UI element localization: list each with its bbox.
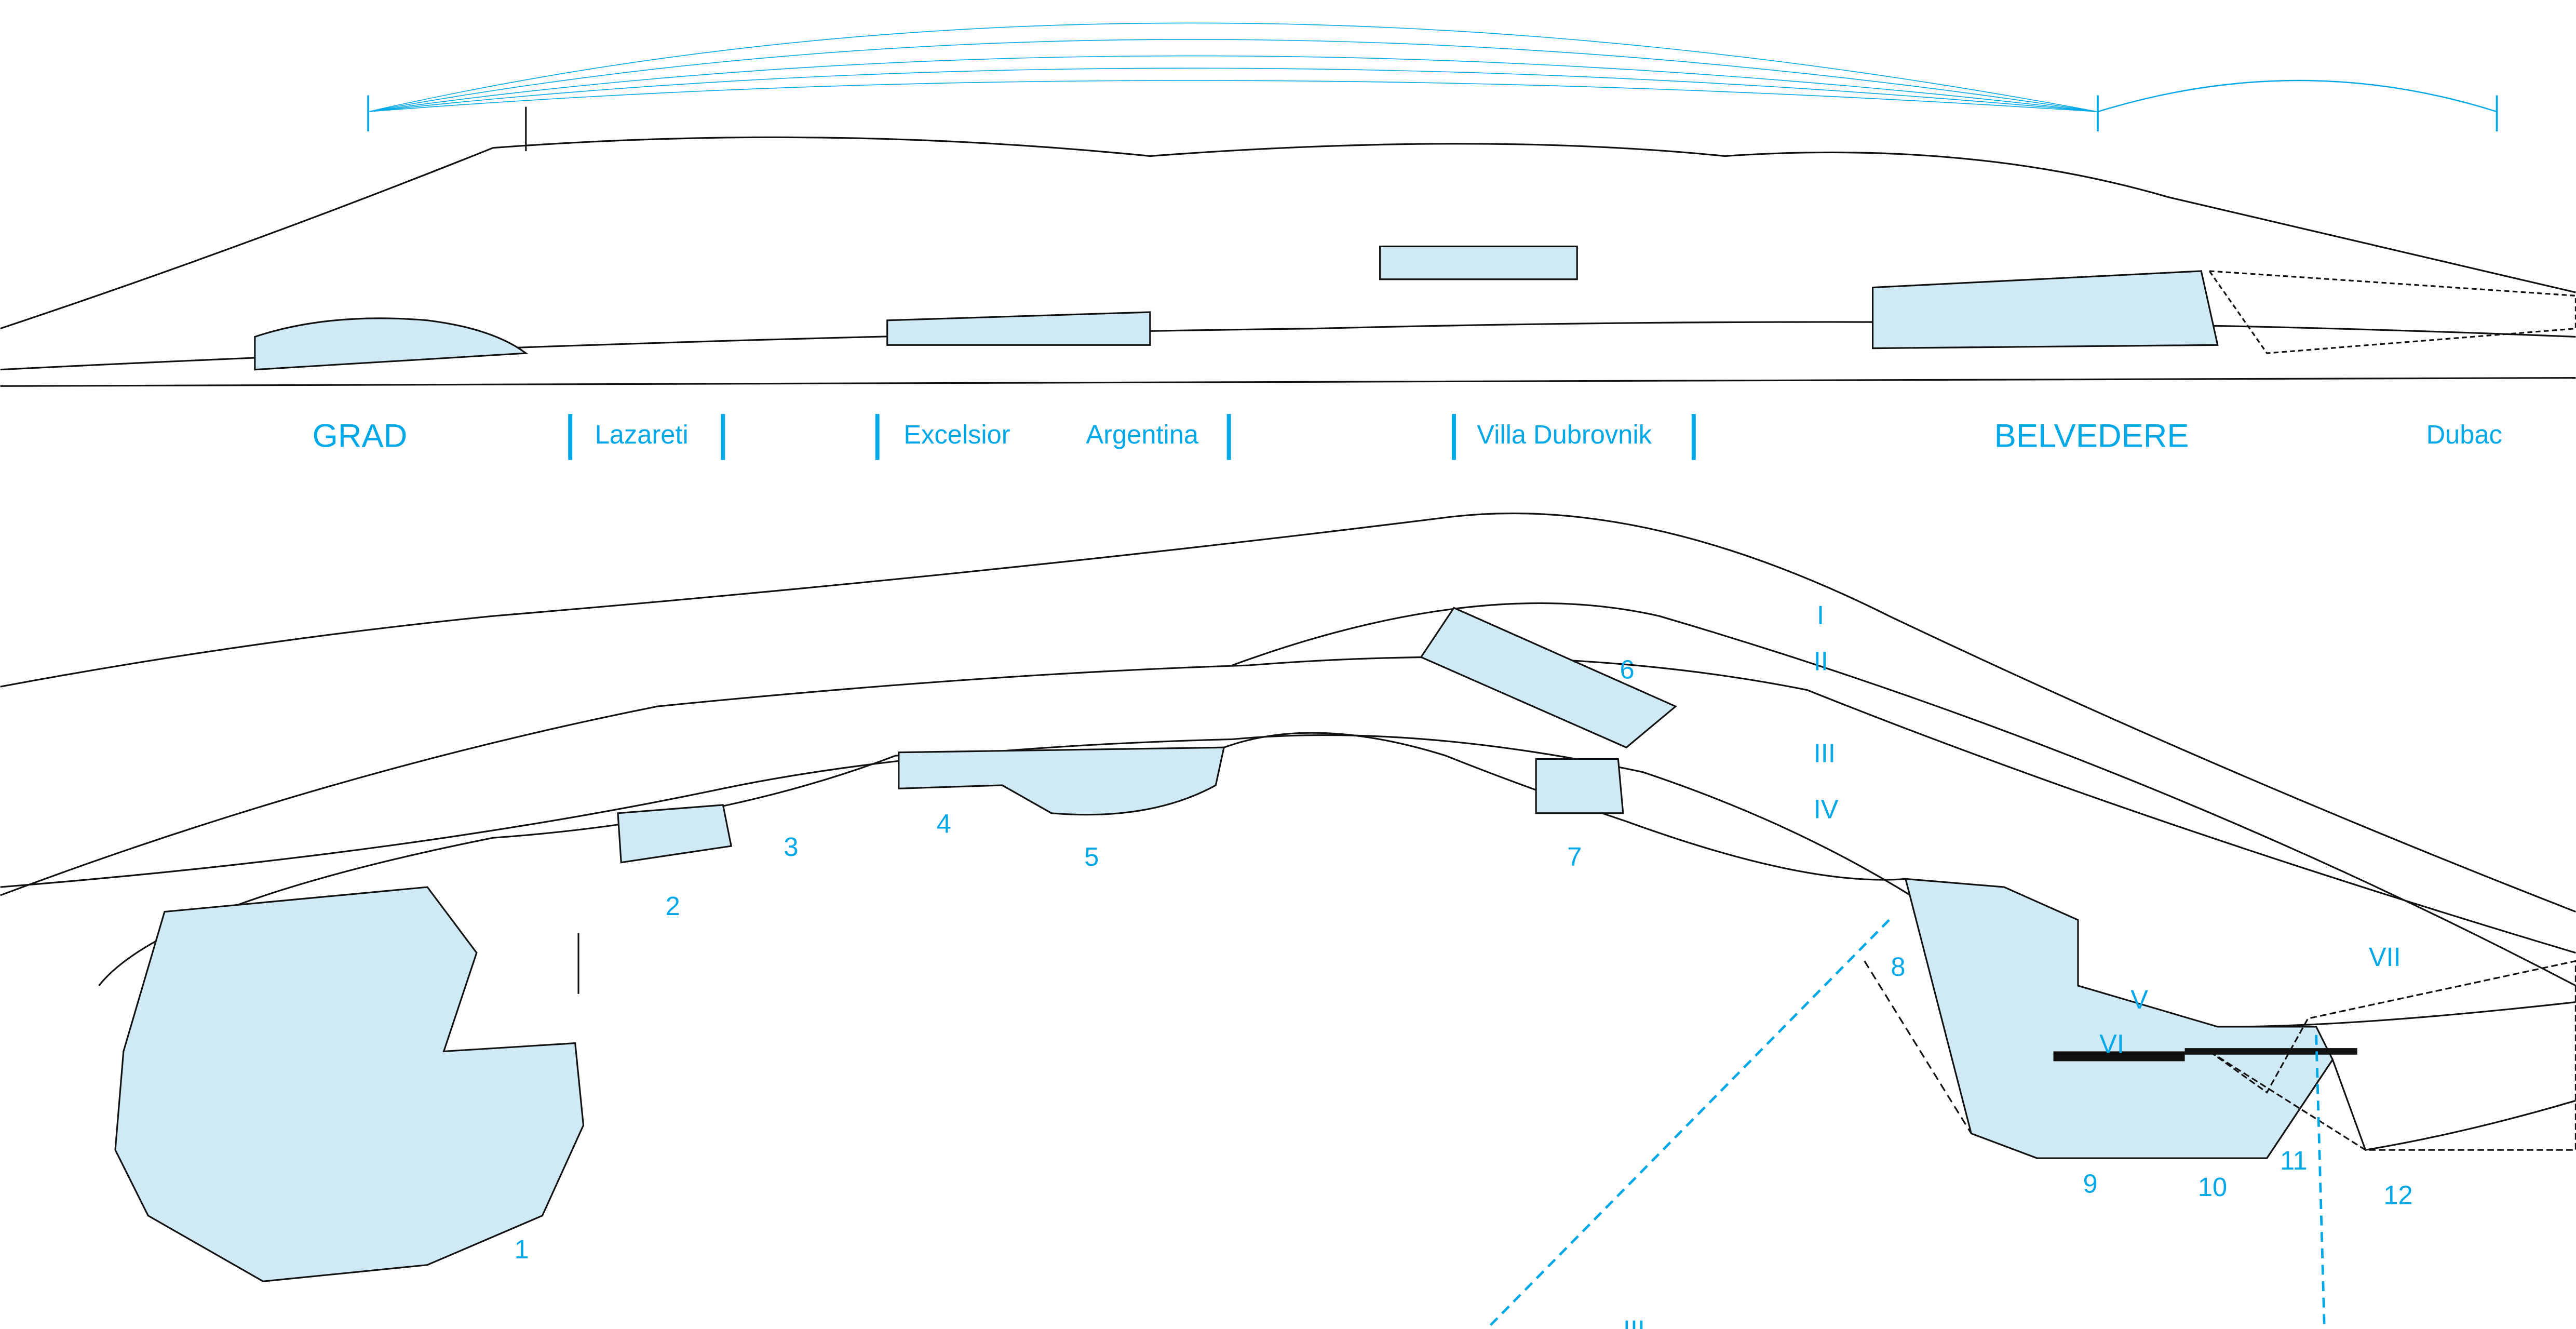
- road-numeral: I: [1817, 600, 1824, 630]
- site-number: 7: [1567, 842, 1582, 871]
- site-number: 4: [937, 809, 951, 839]
- road-numeral: III: [1814, 739, 1836, 768]
- label-argentina: Argentina: [1086, 420, 1199, 449]
- site-number: 5: [1084, 842, 1099, 871]
- label-dubac: Dubac: [2426, 420, 2502, 449]
- road-numeral: VI: [2099, 1029, 2124, 1059]
- label-lazareti: Lazareti: [595, 420, 689, 449]
- site-number: 6: [1620, 654, 1634, 684]
- road-numeral: IV: [1814, 794, 1839, 824]
- site-number: 9: [2083, 1169, 2097, 1198]
- site-number: 8: [1891, 952, 1905, 982]
- site-number: 3: [784, 832, 798, 862]
- road-numeral: VII: [2369, 942, 2401, 972]
- sight-lines: [367, 22, 2498, 132]
- site-number: 2: [666, 891, 680, 921]
- road-numeral-labels: I II III IV V VI VII III: [1623, 600, 2401, 1329]
- road-numeral: II: [1814, 647, 1828, 676]
- site-number: 10: [2198, 1172, 2227, 1202]
- site-number: 1: [515, 1234, 529, 1264]
- site-plan: [0, 512, 2576, 1329]
- road-numeral: III: [1623, 1315, 1645, 1329]
- road-numeral: V: [2130, 985, 2148, 1014]
- site-number: 11: [2280, 1146, 2308, 1175]
- site-number: 12: [2383, 1180, 2412, 1210]
- panorama-elevation: [0, 106, 2576, 387]
- label-dividers: [568, 414, 1696, 460]
- label-belvedere: BELVEDERE: [1994, 418, 2189, 454]
- old-town: [114, 886, 585, 1282]
- label-excelsior: Excelsior: [903, 420, 1010, 449]
- site-number-labels: 1 2 3 4 5 6 7 8 9 10 11 12: [515, 654, 2413, 1264]
- label-villa-dubrovnik: Villa Dubrovnik: [1477, 420, 1652, 449]
- district-labels: GRAD Lazareti Excelsior Argentina Villa …: [313, 414, 2502, 460]
- label-grad: GRAD: [313, 418, 408, 454]
